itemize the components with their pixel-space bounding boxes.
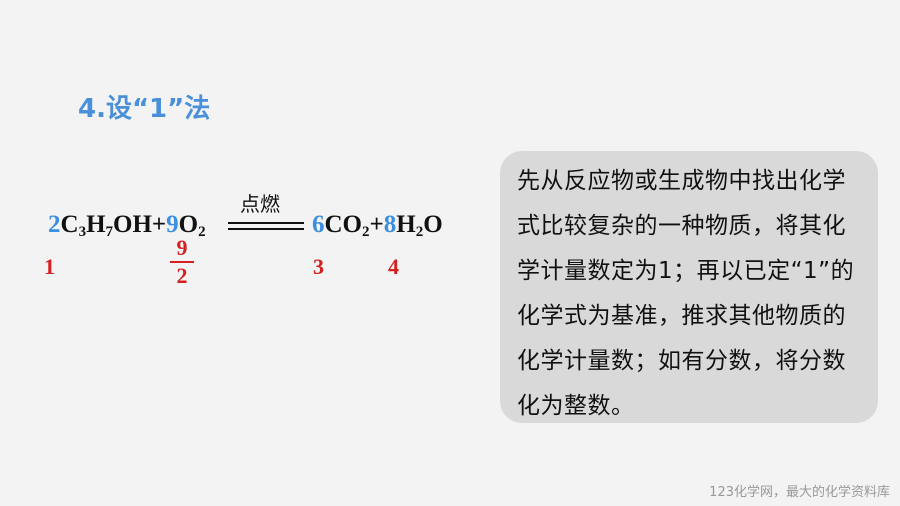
equals-sign [228, 220, 304, 232]
fraction-bar [170, 261, 194, 263]
formula-c: C [60, 211, 79, 238]
explanation-box: 先从反应物或生成物中找出化学式比较复杂的一种物质，将其化学计量数定为1；再以已定… [500, 151, 878, 423]
formula-o: O [178, 211, 199, 238]
plus-sign: + [151, 211, 167, 238]
equation-left: 2C3H7OH+9O2 [48, 208, 206, 242]
subscript-co2: 2 [362, 224, 370, 240]
coefficient-h2o: 8 [383, 211, 397, 238]
formula-oh: OH [113, 211, 152, 238]
subscript-o2: 2 [198, 224, 206, 240]
equals-bar-bottom [228, 228, 304, 230]
subscript-h2o: 2 [415, 224, 424, 240]
footer-watermark: 123化学网，最大的化学资料库 [709, 485, 890, 500]
derived-coefficient-fourth: 4 [388, 254, 399, 279]
formula-co: CO [324, 211, 363, 238]
subscript-3: 3 [78, 224, 87, 240]
slide-title: 4.设“1”法 [78, 94, 211, 124]
coefficient-co2: 6 [312, 211, 325, 238]
subscript-7: 7 [105, 224, 114, 240]
coefficient-o2: 9 [166, 211, 179, 238]
formula-o: O [423, 211, 443, 238]
equation-right: 6CO2+8H2O [312, 208, 443, 242]
equals-bar-top [228, 222, 304, 224]
formula-h: H [86, 211, 106, 238]
coefficient-c3h7oh: 2 [48, 211, 61, 238]
plus-sign: + [369, 211, 384, 238]
fraction-denominator: 2 [176, 263, 188, 288]
formula-h: H [396, 211, 416, 238]
derived-coefficient-first: 1 [44, 254, 55, 279]
fraction-numerator: 9 [176, 235, 188, 260]
reaction-condition: 点燃 [240, 192, 280, 216]
explanation-text: 先从反应物或生成物中找出化学式比较复杂的一种物质，将其化学计量数定为1；再以已定… [517, 168, 855, 419]
equation-area: 2C3H7OH+9O2 点燃 6CO2+8H2O 1 9 2 3 4 [44, 192, 443, 288]
derived-coefficient-third: 3 [313, 254, 324, 279]
derived-coefficient-fraction: 9 2 [168, 236, 196, 288]
